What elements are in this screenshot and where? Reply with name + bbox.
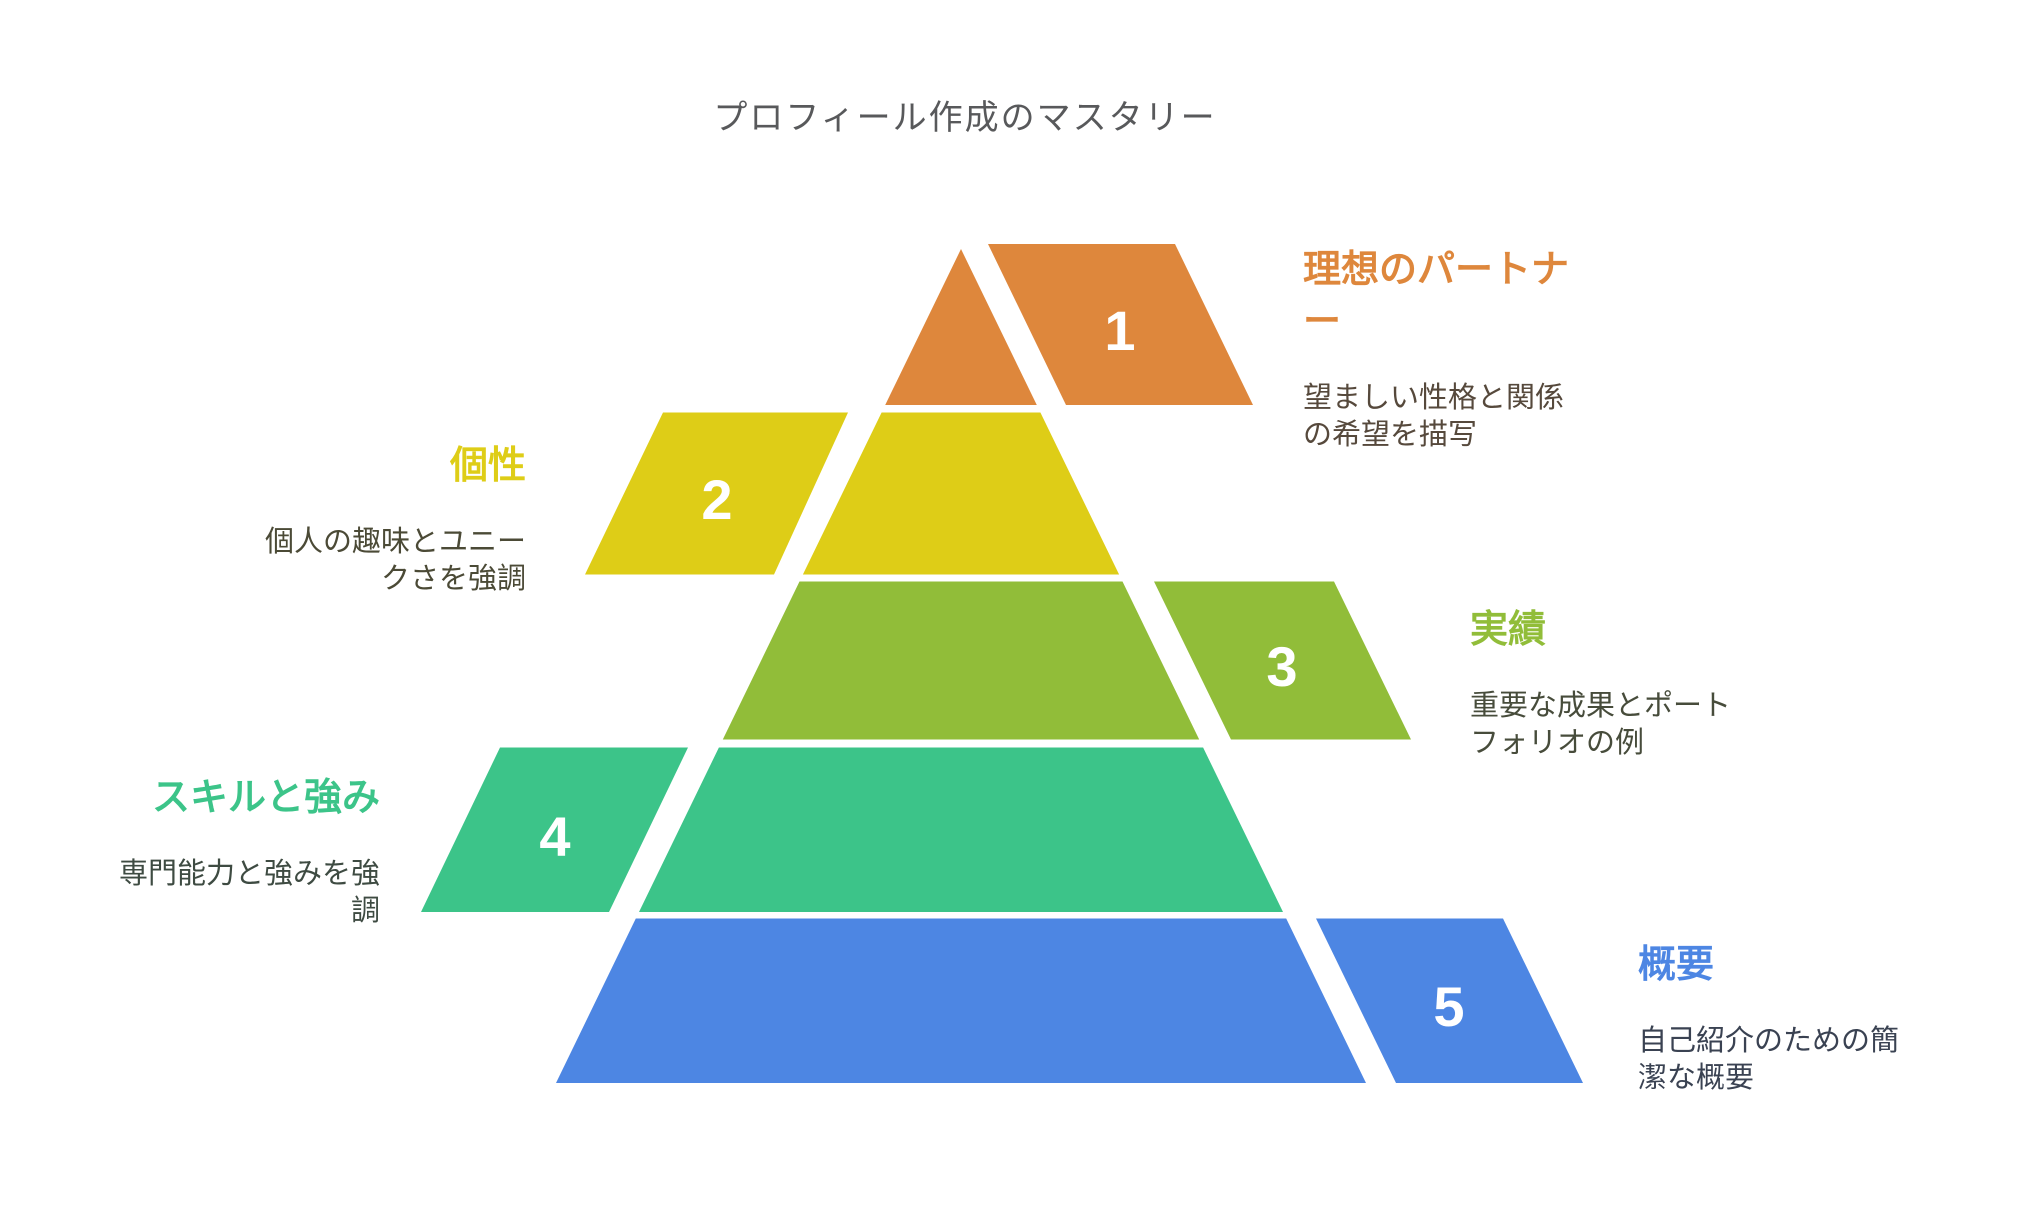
section-tab-4 — [421, 747, 688, 912]
section-text-5: 概要 自己紹介のための簡 潔な概要 — [1638, 921, 1938, 1115]
section-tab-1 — [988, 244, 1253, 405]
section-description-2: 個人の趣味とユニー クさを強調 — [264, 526, 526, 595]
pyramid-level-4 — [639, 747, 1283, 912]
section-tab-3 — [1154, 581, 1411, 740]
section-number-1: 1 — [1104, 299, 1135, 362]
pyramid-level-3 — [722, 581, 1200, 740]
pyramid-level-2 — [802, 412, 1120, 575]
section-number-5: 5 — [1433, 975, 1464, 1038]
section-description-4: 専門能力と強みを強 調 — [118, 858, 380, 927]
section-number-3: 3 — [1266, 635, 1297, 698]
section-tab-5 — [1316, 918, 1583, 1083]
section-description-5: 自己紹介のための簡 潔な概要 — [1638, 1025, 1900, 1094]
section-label-3: 実績 — [1470, 609, 1547, 651]
section-label-4: スキルと強み — [151, 777, 380, 819]
section-text-3: 実績 重要な成果とポート フォリオの例 — [1470, 586, 1770, 780]
section-text-4: スキルと強み 専門能力と強みを強 調 — [80, 754, 380, 948]
section-number-4: 4 — [539, 805, 570, 868]
section-text-2: 個性 個人の趣味とユニー クさを強調 — [226, 422, 526, 616]
section-label-2: 個性 — [449, 445, 526, 487]
section-text-1: 理想のパートナ ー 望ましい性格と関係 の希望を描写 — [1303, 226, 1603, 472]
section-number-2: 2 — [701, 468, 732, 531]
section-tab-2 — [585, 412, 848, 575]
pyramid-level-1 — [885, 249, 1037, 405]
section-label-5: 概要 — [1638, 944, 1715, 986]
pyramid-level-5 — [556, 918, 1366, 1083]
section-description-1: 望ましい性格と関係 の希望を描写 — [1303, 382, 1565, 451]
page-title: プロフィール作成のマスタリー — [713, 99, 1217, 137]
section-label-1: 理想のパートナ ー — [1303, 249, 1570, 343]
section-description-3: 重要な成果とポート フォリオの例 — [1470, 690, 1732, 759]
